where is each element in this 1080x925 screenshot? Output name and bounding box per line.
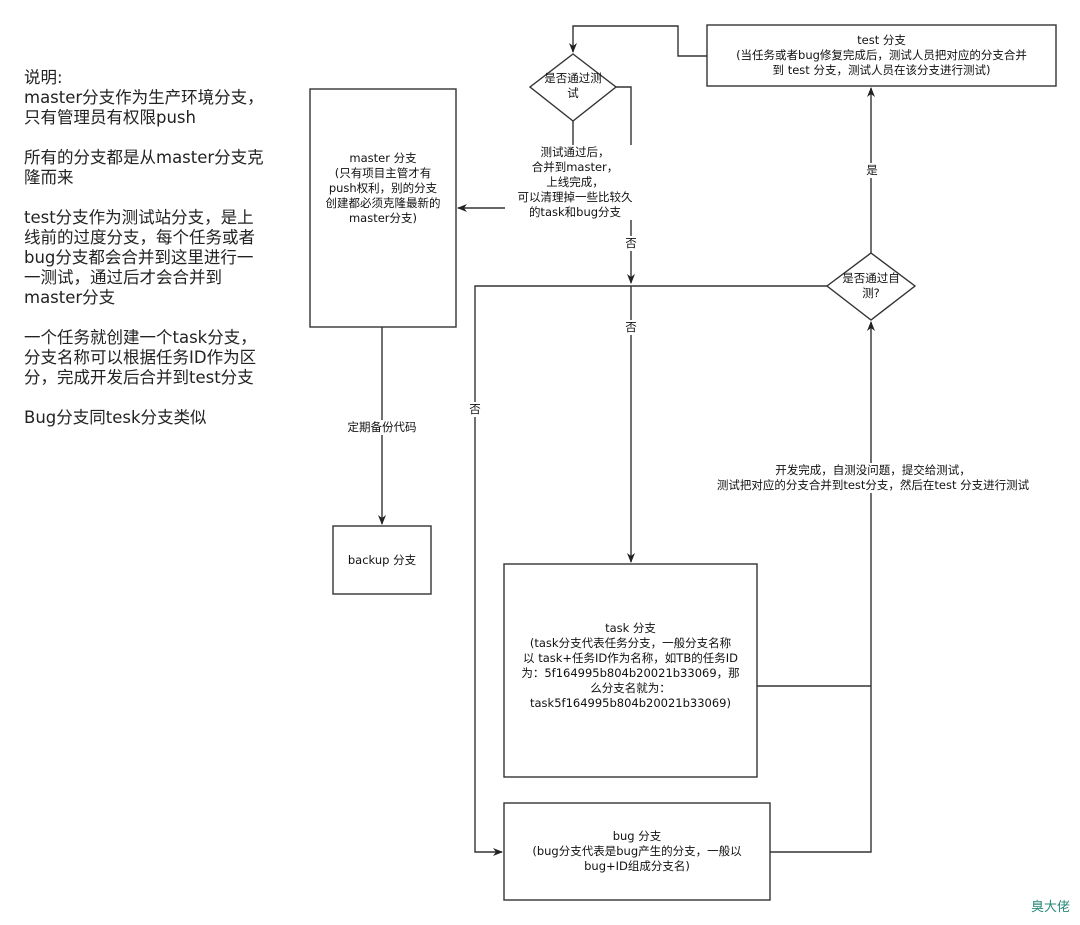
watermark: 臭大佬 — [1030, 900, 1070, 915]
bug-title: bug 分支 — [612, 829, 662, 843]
task-box — [503, 563, 758, 778]
test-title: test 分支 — [857, 33, 906, 47]
edge-test-to-decision — [569, 25, 707, 57]
decision-self-text: 是否通过自 测? — [842, 271, 900, 300]
master-title: master 分支 — [349, 150, 417, 165]
backup-node: backup 分支 — [333, 526, 431, 594]
edge-label-yes: 是 — [866, 163, 878, 178]
master-node: master 分支 (只有项目主管才有 push权利，别的分支 创建都必须克隆最… — [310, 89, 456, 327]
bug-node: bug 分支 (bug分支代表是bug产生的分支，一般以 bug+ID组成分支名… — [504, 803, 770, 900]
edge-label-backup: 定期备份代码 — [342, 420, 422, 435]
task-node: task 分支 (task分支代表任务分支，一般分支名称 以 task+任务ID… — [504, 564, 757, 777]
edge-label-no-mid: 否 — [624, 320, 638, 335]
edge-self-no-left — [474, 285, 827, 856]
note-master: 说明: master分支作为生产环境分支， 只有管理员有权限push — [24, 68, 264, 127]
note-task: 一个任务就创建一个task分支， 分支名称可以根据任务ID作为区 分，完成开发后… — [24, 328, 257, 387]
test-node: test 分支 (当任务或者bug修复完成后，测试人员把对应的分支合并 到 te… — [707, 25, 1056, 86]
decision-self-diamond — [825, 252, 917, 321]
edge-bug-to-self — [770, 321, 875, 853]
decision-test-text: 是否通过测 试 — [544, 71, 602, 100]
bug-desc: (bug分支代表是bug产生的分支，一般以 bug+ID组成分支名) — [532, 844, 742, 873]
test-desc: (当任务或者bug修复完成后，测试人员把对应的分支合并 到 test 分支，测试… — [736, 48, 1027, 77]
note-test: test分支作为测试站分支，是上 线前的过度分支，每个任务或者 bug分支都会合… — [24, 208, 255, 307]
description-notes: 说明: master分支作为生产环境分支， 只有管理员有权限push 所有的分支… — [24, 68, 286, 448]
master-desc: (只有项目主管才有 push权利，别的分支 创建都必须克隆最新的 master分… — [325, 165, 441, 225]
task-title: task 分支 — [605, 620, 656, 635]
master-box — [309, 88, 457, 328]
note-clone: 所有的分支都是从master分支克 隆而来 — [24, 148, 264, 187]
task-desc: (task分支代表任务分支，一般分支名称 以 task+任务ID作为名称，如TB… — [521, 635, 740, 710]
edge-label-dev-done: 开发完成，自测没问题，提交给测试， 测试把对应的分支合并到test分支，然后在t… — [688, 463, 1058, 493]
edge-label-no-left: 否 — [468, 402, 482, 417]
edge-label-no-top: 否 — [624, 236, 638, 251]
backup-title: backup 分支 — [347, 552, 417, 567]
note-bug: Bug分支同tesk分支类似 — [24, 408, 207, 427]
backup-box — [332, 525, 432, 595]
edge-label-merge-master: 测试通过后， 合并到master， 上线完成， 可以清理掉一些比较久 的task… — [505, 145, 645, 220]
